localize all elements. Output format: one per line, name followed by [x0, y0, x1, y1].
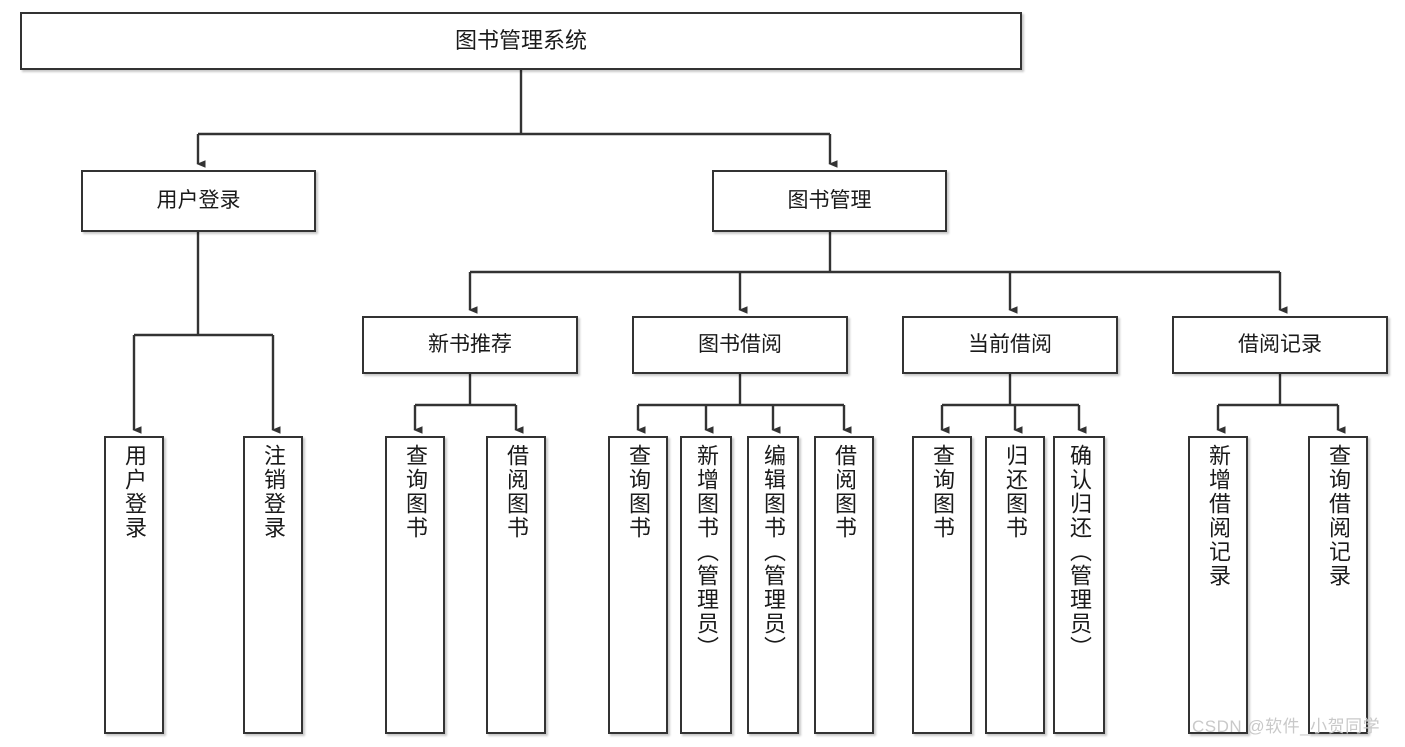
- node-leaf-return-book[interactable]: 归还图书: [985, 436, 1045, 734]
- node-leaf-return-book-label: 归还图书: [1003, 444, 1028, 540]
- node-root-label: 图书管理系统: [454, 27, 587, 53]
- node-leaf-query-book-2[interactable]: 查询图书: [608, 436, 668, 734]
- node-leaf-user-login[interactable]: 用户登录: [104, 436, 164, 734]
- node-book-borrow-label: 图书借阅: [698, 333, 782, 357]
- node-leaf-query-book-1[interactable]: 查询图书: [385, 436, 445, 734]
- node-leaf-query-book-3[interactable]: 查询图书: [912, 436, 972, 734]
- node-new-book-rec-label: 新书推荐: [428, 333, 512, 357]
- node-leaf-user-logout[interactable]: 注销登录: [243, 436, 303, 734]
- node-leaf-add-record-label: 新增借阅记录: [1206, 444, 1231, 588]
- node-borrow-record[interactable]: 借阅记录: [1172, 316, 1388, 374]
- node-leaf-edit-book[interactable]: 编辑图书（管理员）: [747, 436, 799, 734]
- node-leaf-query-book-1-label: 查询图书: [403, 444, 428, 540]
- node-new-book-rec[interactable]: 新书推荐: [362, 316, 578, 374]
- node-borrow-record-label: 借阅记录: [1238, 333, 1322, 357]
- node-user-login[interactable]: 用户登录: [81, 170, 316, 232]
- node-current-borrow-label: 当前借阅: [968, 333, 1052, 357]
- node-leaf-borrow-book-1[interactable]: 借阅图书: [486, 436, 546, 734]
- node-leaf-add-book-label: 新增图书（管理员）: [694, 444, 719, 660]
- node-leaf-user-logout-label: 注销登录: [261, 444, 286, 540]
- node-leaf-query-book-2-label: 查询图书: [626, 444, 651, 540]
- node-leaf-confirm-return-label: 确认归还（管理员）: [1067, 444, 1092, 660]
- node-leaf-borrow-book-2[interactable]: 借阅图书: [814, 436, 874, 734]
- node-current-borrow[interactable]: 当前借阅: [902, 316, 1118, 374]
- node-leaf-borrow-book-1-label: 借阅图书: [504, 444, 529, 540]
- node-leaf-user-login-label: 用户登录: [122, 444, 147, 540]
- node-book-manage-label: 图书管理: [787, 189, 872, 213]
- node-leaf-query-record[interactable]: 查询借阅记录: [1308, 436, 1368, 734]
- watermark: CSDN @软件_小贺同学: [1192, 717, 1381, 736]
- node-leaf-borrow-book-2-label: 借阅图书: [832, 444, 857, 540]
- node-leaf-confirm-return[interactable]: 确认归还（管理员）: [1053, 436, 1105, 734]
- node-leaf-query-book-3-label: 查询图书: [930, 444, 955, 540]
- node-leaf-add-book[interactable]: 新增图书（管理员）: [680, 436, 732, 734]
- node-root[interactable]: 图书管理系统: [20, 12, 1022, 70]
- node-book-manage[interactable]: 图书管理: [712, 170, 947, 232]
- node-leaf-query-record-label: 查询借阅记录: [1326, 444, 1351, 588]
- node-book-borrow[interactable]: 图书借阅: [632, 316, 848, 374]
- node-leaf-edit-book-label: 编辑图书（管理员）: [761, 444, 786, 660]
- node-leaf-add-record[interactable]: 新增借阅记录: [1188, 436, 1248, 734]
- node-user-login-label: 用户登录: [156, 189, 241, 213]
